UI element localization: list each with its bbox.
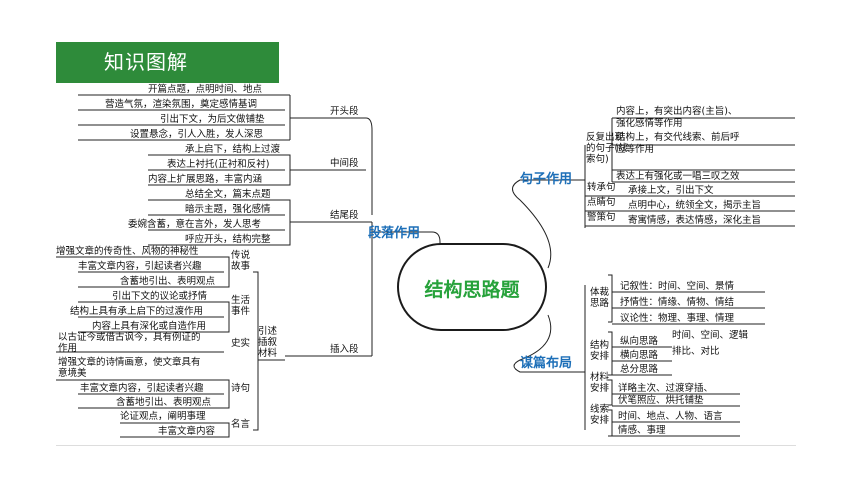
list-item: 时间、地点、人物、语言: [618, 411, 723, 422]
group-label: 故事: [231, 261, 251, 272]
list-item: 引出下文，为后文做铺垫: [160, 114, 265, 125]
sub-label: 材料: [258, 348, 278, 359]
list-item: 排比、对比: [672, 346, 720, 357]
list-item: 营造气氛，渲染氛围，奠定感情基调: [105, 99, 258, 110]
group-label: 安排: [590, 351, 610, 362]
list-item: 强化感情等作用: [616, 118, 683, 129]
list-item: 表达上衬托(正衬和反衬): [167, 159, 270, 170]
list-item: 抒情性：情缘、情物、情结: [620, 297, 735, 308]
list-item: 丰富文章内容: [158, 426, 216, 437]
list-item: 表达上有强化或一唱三叹之效: [616, 171, 740, 182]
layout-label: 谋篇布局: [520, 356, 573, 371]
group-label: 线索: [590, 404, 610, 415]
group-label: 史实: [231, 338, 251, 349]
list-item: 时间、空间、逻辑: [672, 330, 749, 341]
list-item: 情感、事理: [618, 425, 666, 436]
list-item: 结构上具有承上启下的过渡作用: [70, 306, 204, 317]
group-label: 事件: [231, 306, 251, 317]
list-item: 增强文章的传奇性、风物的神秘性: [56, 246, 199, 257]
list-item: 开篇点题，点明时间、地点: [148, 84, 263, 95]
center-node: 结构思路题: [397, 243, 547, 331]
list-item: 总结全文，篇末点题: [185, 189, 271, 200]
group-label: 索句): [586, 154, 609, 165]
branch-label: 结尾段: [330, 210, 359, 221]
group-label: 的句子(线: [586, 143, 628, 154]
list-item: 含蓄地引出、表明观点: [116, 397, 212, 408]
list-item: 论证观点，阐明事理: [120, 411, 206, 422]
list-item: 承上启下，结构上过渡: [185, 144, 281, 155]
group-label: 结构: [590, 340, 610, 351]
list-item: 内容上，有突出内容(主旨)、: [616, 106, 738, 117]
branch-label: 开头段: [330, 106, 359, 117]
list-item: 意境美: [58, 368, 87, 379]
list-item: 横向思路: [620, 350, 659, 361]
branch-label: 插入段: [330, 344, 359, 355]
group-label: 诗句: [231, 383, 251, 394]
group-label: 安排: [590, 415, 610, 426]
group-label: 安排: [590, 383, 610, 394]
list-item: 暗示主题，强化感情: [185, 204, 271, 215]
group-label: 反复出现: [586, 132, 625, 143]
group-label: 传说: [231, 250, 251, 261]
list-item: 委婉含蓄，意在言外，发人思考: [128, 219, 262, 230]
paragraph-role-label: 段落作用: [368, 226, 421, 241]
list-item: 含蓄地引出、表明观点: [120, 276, 216, 287]
list-item: 增强文章的诗情画意，使文章具有: [58, 357, 201, 368]
list-item: 呼应开头，结构完整: [185, 234, 271, 245]
group-label: 生活: [231, 295, 251, 306]
list-item: 内容上具有深化或自造作用: [92, 321, 207, 332]
sub-label: 引述: [258, 326, 278, 337]
list-item: 点明中心，统领全文，揭示主旨: [628, 200, 762, 211]
branch-label: 中间段: [330, 158, 359, 169]
group-label: 名言: [231, 419, 251, 430]
list-item: 纵向思路: [620, 336, 659, 347]
sentence-role-label: 句子作用: [520, 172, 573, 187]
list-item: 内容上扩展思路，丰富内涵: [148, 174, 263, 185]
list-item: 总分思路: [620, 364, 659, 375]
group-label: 思路: [590, 298, 610, 309]
list-item: 引出下文的议论或抒情: [112, 291, 208, 302]
list-item: 作用: [58, 343, 78, 354]
title-banner: 知识图解: [56, 42, 279, 83]
sub-label: 插叙: [258, 337, 278, 348]
center-label: 结构思路题: [424, 279, 520, 301]
group-label: 点睛句: [587, 197, 616, 208]
list-item: 寄寓情感，表达情感，深化主旨: [628, 215, 762, 226]
list-item: 伏笔照应、烘托铺垫: [618, 395, 704, 406]
list-item: 详略主次、过渡穿插、: [618, 383, 714, 394]
list-item: 结构上，有交代线索、前后呼: [616, 132, 740, 143]
group-label: 警策句: [587, 212, 616, 223]
list-item: 丰富文章内容，引起读者兴趣: [78, 261, 202, 272]
list-item: 记叙性：时间、空间、景情: [620, 281, 735, 292]
diagram-frame: [56, 84, 796, 446]
group-label: 转承句: [587, 182, 616, 193]
list-item: 以古证今或借古讽今，具有例证的: [58, 332, 201, 343]
group-label: 体裁: [590, 287, 610, 298]
list-item: 承接上文，引出下文: [628, 185, 714, 196]
list-item: 设置悬念，引人入胜，发人深思: [130, 129, 264, 140]
list-item: 丰富文章内容，引起读者兴趣: [80, 383, 204, 394]
list-item: 议论性：物理、事理、情理: [620, 313, 735, 324]
list-item: 应等作用: [616, 144, 655, 155]
group-label: 材料: [590, 372, 610, 383]
